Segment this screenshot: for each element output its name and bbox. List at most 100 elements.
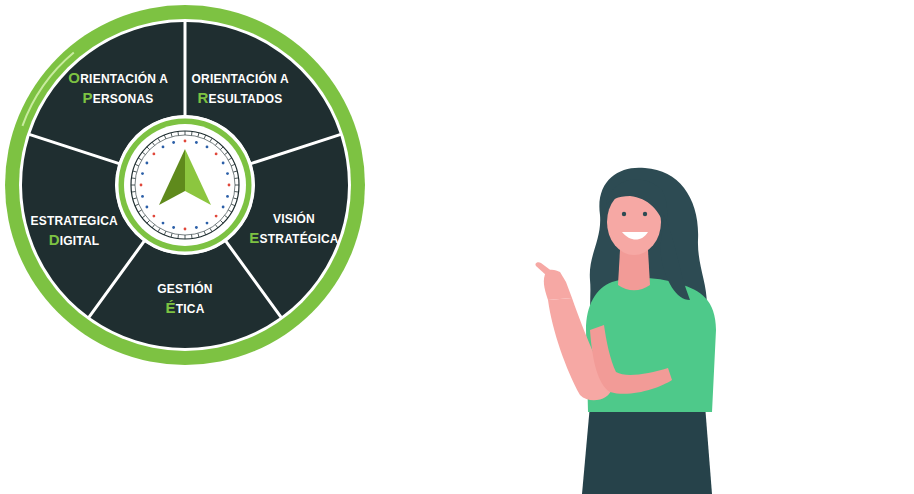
dial-tick: [135, 204, 139, 206]
dial-tick: [220, 220, 223, 223]
dial-dot: [215, 215, 218, 218]
dial-tick: [152, 142, 154, 145]
eye: [622, 212, 626, 216]
dial-tick: [171, 133, 172, 137]
outer-ring: [5, 5, 365, 365]
ring-gap: [19, 19, 351, 351]
wheel: [5, 5, 365, 365]
dial-tick: [235, 177, 239, 179]
finger: [535, 262, 553, 276]
dial-tick: [138, 158, 141, 160]
woman-figure: [535, 168, 716, 494]
dial-tick: [228, 158, 231, 160]
dial-dot: [162, 222, 165, 225]
dial-tick: [142, 152, 145, 154]
dial-tick: [185, 235, 186, 239]
compass-dial: [135, 135, 235, 235]
dial-tick: [164, 135, 166, 139]
dial-dot: [145, 162, 148, 165]
dial-tick: [147, 147, 150, 150]
dial-tick: [138, 210, 141, 212]
dial-tick: [231, 164, 235, 166]
smile: [622, 232, 648, 240]
dial-tick: [191, 131, 193, 135]
hair: [660, 215, 690, 300]
dial-dot: [152, 152, 155, 155]
dial-tick: [131, 191, 135, 193]
dial-dot: [195, 226, 198, 229]
segment-label: ORIENTACIÓN A RESULTADOS: [184, 72, 296, 107]
segment-label: GESTIÓN ÉTICA: [139, 282, 231, 317]
dial-tick: [171, 233, 172, 237]
dial-tick: [235, 185, 239, 186]
dial-tick: [131, 185, 135, 186]
segment-label: ORIENTACIÓN A PERSONAS: [66, 68, 170, 107]
dial-tick: [198, 233, 199, 237]
segment-label: VISIÓN ESTRATÉGICA: [248, 212, 340, 247]
dial-tick: [133, 198, 137, 199]
dial-tick: [210, 228, 212, 231]
dial-dot: [145, 206, 148, 209]
compass-face: [124, 124, 246, 246]
arm: [590, 325, 672, 394]
compass-dial: [131, 131, 239, 239]
dial-tick: [177, 131, 179, 135]
dial-dot: [215, 152, 218, 155]
dial-dot: [228, 184, 231, 187]
dial-tick: [185, 131, 186, 135]
dial-dot: [226, 172, 229, 175]
dial-tick: [191, 235, 193, 239]
dial-tick: [177, 235, 179, 239]
dial-dot: [141, 195, 144, 198]
dial-dot: [184, 140, 187, 143]
segment-label: ESTRATEGICA DIGITAL: [26, 214, 122, 249]
dial-dot: [172, 226, 175, 229]
dial-tick: [231, 204, 235, 206]
dial-tick: [225, 215, 228, 217]
dial-dot: [184, 228, 187, 231]
dial-tick: [210, 138, 212, 141]
dial-dot: [206, 145, 209, 148]
dial-tick: [142, 215, 145, 217]
dial-tick: [215, 142, 217, 145]
compass-ring: [117, 117, 253, 253]
dial-dot: [222, 162, 225, 165]
dial-tick: [204, 135, 206, 139]
dial-tick: [158, 228, 160, 231]
wheel-segment: VISIÓN ESTRATÉGICA: [248, 212, 340, 247]
dial-tick: [147, 220, 150, 223]
dial-tick: [133, 171, 137, 172]
dial-tick: [228, 210, 231, 212]
dial-tick: [135, 164, 139, 166]
eye: [643, 212, 647, 216]
compass-arrow: [185, 149, 211, 205]
dial-tick: [235, 191, 239, 193]
dial-tick: [198, 133, 199, 137]
wheel-segment: GESTIÓN ÉTICA: [139, 282, 231, 317]
dial-dot: [162, 145, 165, 148]
dial-tick: [158, 138, 160, 141]
dial-tick: [131, 177, 135, 179]
skirt: [582, 405, 712, 494]
dial-tick: [225, 152, 228, 154]
dial-tick: [152, 225, 154, 228]
dial-dot: [206, 222, 209, 225]
wheel-segment: ESTRATEGICA DIGITAL: [26, 214, 122, 249]
dial-tick: [220, 147, 223, 150]
hair: [606, 179, 667, 230]
dial-tick: [164, 231, 166, 235]
dial-dot: [222, 206, 225, 209]
dial-tick: [233, 171, 237, 172]
compass-arrow: [159, 149, 185, 205]
dial-dot: [226, 195, 229, 198]
dial-tick: [204, 231, 206, 235]
dial-dot: [141, 172, 144, 175]
dial-dot: [172, 141, 175, 144]
dial-dot: [195, 141, 198, 144]
wheel-segment: ORIENTACIÓN A RESULTADOS: [184, 72, 296, 107]
neck: [618, 250, 650, 290]
dial-tick: [233, 198, 237, 199]
dial-dot: [152, 215, 155, 218]
dial-tick: [215, 225, 217, 228]
wheel-segment: ORIENTACIÓN A PERSONAS: [66, 68, 170, 107]
